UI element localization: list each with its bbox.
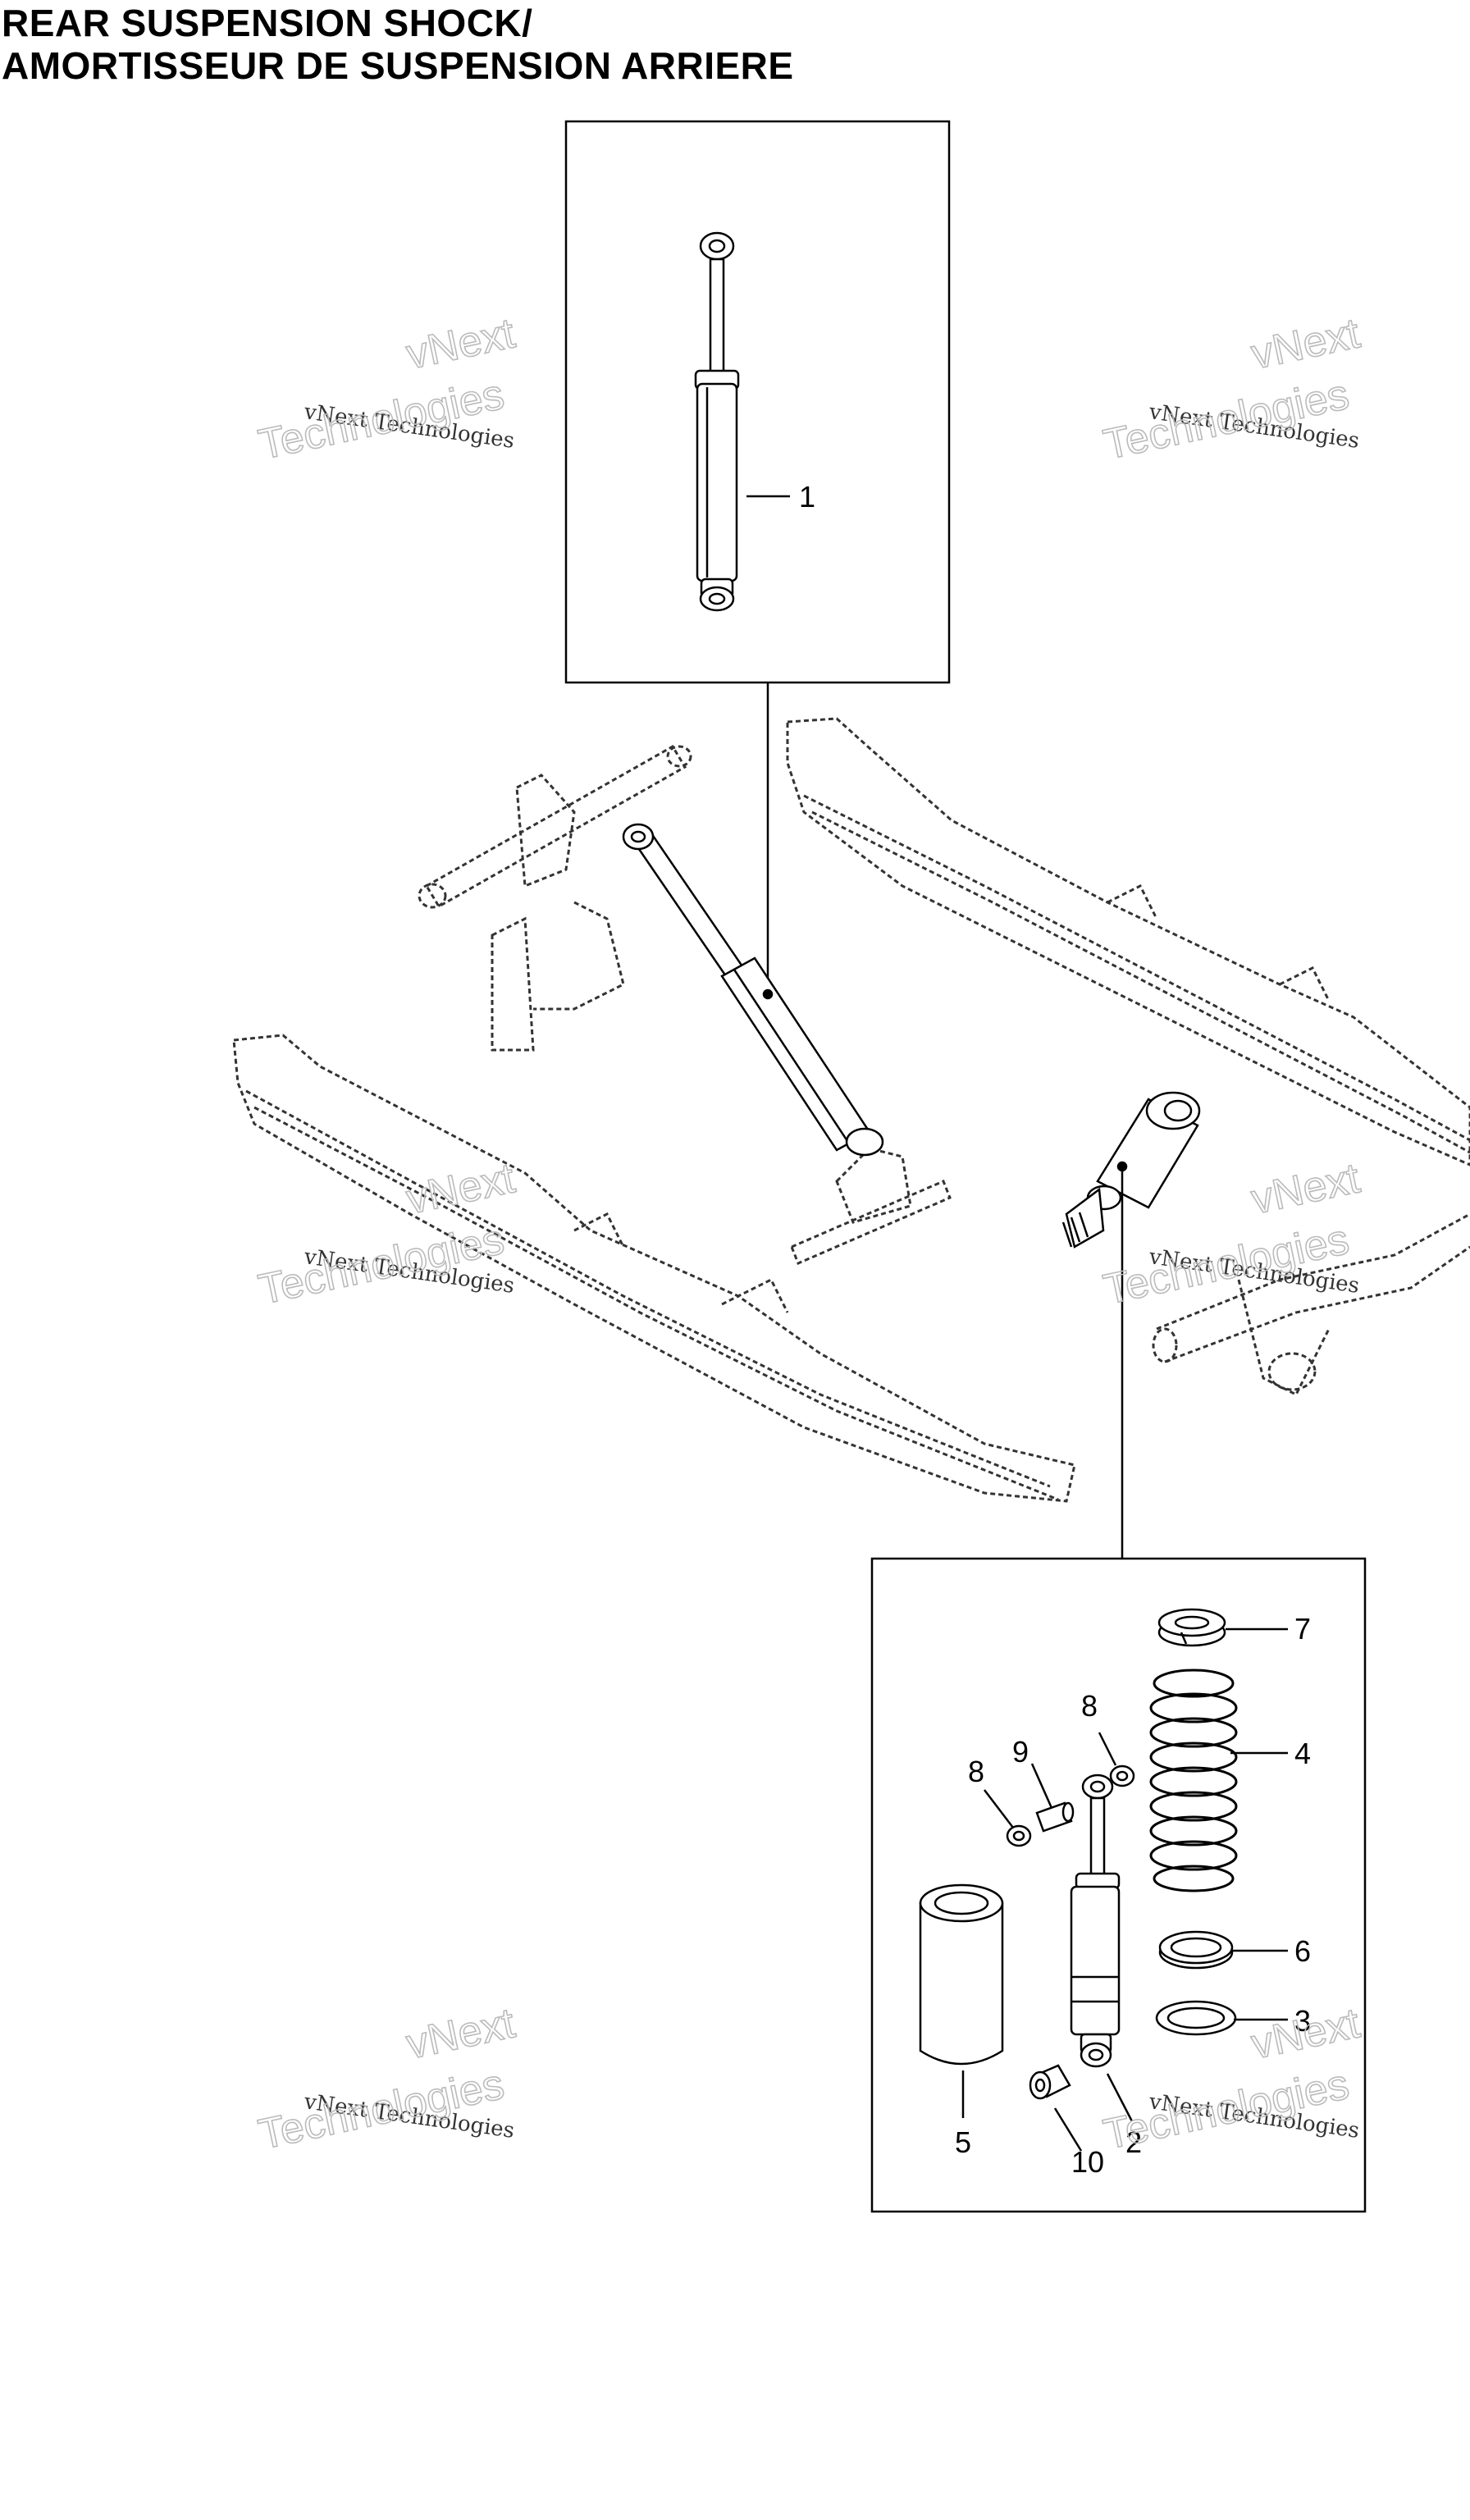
title-line-english: REAR SUSPENSION SHOCK/ bbox=[2, 2, 533, 44]
callout-2: 2 bbox=[1125, 2125, 1142, 2159]
callout-9: 9 bbox=[1012, 1735, 1029, 1769]
callout-1: 1 bbox=[799, 480, 815, 514]
svg-text:vNext: vNext bbox=[1247, 309, 1364, 378]
svg-text:Technologies: Technologies bbox=[1099, 2061, 1353, 2159]
bushing-part-8-right bbox=[1109, 1764, 1135, 1787]
watermark-top-left: vNext Technologies vNext Technologies bbox=[254, 308, 520, 469]
sleeve-part-9 bbox=[1035, 1801, 1075, 1833]
callout-5: 5 bbox=[955, 2125, 971, 2159]
svg-text:Technologies: Technologies bbox=[254, 2061, 508, 2159]
svg-text:vNext: vNext bbox=[402, 1154, 519, 1223]
bushing-part-10 bbox=[1029, 2064, 1071, 2100]
shock-body-part-2 bbox=[1070, 1774, 1121, 2068]
svg-text:vNext: vNext bbox=[1247, 1999, 1364, 2068]
svg-text:vNext: vNext bbox=[402, 1999, 519, 2068]
left-slide-rail bbox=[232, 1034, 1076, 1503]
bushing-part-8-left bbox=[1006, 1824, 1032, 1847]
right-slide-rail bbox=[786, 717, 1470, 1166]
callout-7: 7 bbox=[1294, 1612, 1311, 1646]
detail-box-top bbox=[564, 120, 951, 684]
coil-spring-part-4 bbox=[1149, 1669, 1238, 1892]
title-line-french: AMORTISSEUR DE SUSPENSION ARRIERE bbox=[2, 44, 794, 87]
callout-8-left: 8 bbox=[968, 1755, 984, 1788]
rear-shock-assembly-installed bbox=[1061, 1091, 1201, 1249]
leader-line-9 bbox=[1030, 1763, 1053, 1809]
callout-3: 3 bbox=[1294, 2004, 1311, 2038]
shock-absorber-part-1 bbox=[694, 231, 740, 612]
leader-line-10 bbox=[1053, 2107, 1083, 2152]
svg-text:vNext: vNext bbox=[402, 309, 519, 378]
svg-text:Technologies: Technologies bbox=[254, 1216, 508, 1314]
callout-8-right: 8 bbox=[1081, 1689, 1098, 1723]
leader-line-8-left bbox=[984, 1789, 1014, 1828]
rear-shock-mount-shaft bbox=[790, 1147, 952, 1265]
svg-text:Technologies: Technologies bbox=[254, 371, 508, 469]
svg-text:Technologies: Technologies bbox=[1099, 1216, 1353, 1314]
callout-6: 6 bbox=[1294, 1934, 1311, 1968]
callout-4: 4 bbox=[1294, 1737, 1311, 1770]
leader-line-2 bbox=[1106, 2073, 1134, 2122]
svg-text:Technologies: Technologies bbox=[1099, 371, 1353, 469]
detail-box-bottom bbox=[870, 1557, 1367, 2213]
spring-stopper-part-7 bbox=[1157, 1608, 1226, 1647]
callout-10: 10 bbox=[1071, 2145, 1104, 2179]
watermark-middle-left: vNext Technologies vNext Technologies bbox=[254, 1153, 520, 1314]
dust-cover-part-5 bbox=[919, 1883, 1004, 2066]
svg-text:vNext: vNext bbox=[1247, 1154, 1364, 1223]
front-cross-shaft bbox=[418, 744, 692, 1052]
washer-part-3 bbox=[1155, 2000, 1237, 2036]
front-shock-installed bbox=[622, 823, 884, 1157]
page-title: REAR SUSPENSION SHOCK/ AMORTISSEUR DE SU… bbox=[2, 2, 794, 87]
spring-seat-part-6 bbox=[1158, 1930, 1234, 1970]
rear-arm-assembly bbox=[1152, 1212, 1470, 1397]
leader-line-8-right bbox=[1098, 1732, 1117, 1766]
watermark-top-right: vNext Technologies vNext Technologies bbox=[1099, 308, 1365, 469]
watermark-bottom-left: vNext Technologies vNext Technologies bbox=[254, 1998, 520, 2159]
